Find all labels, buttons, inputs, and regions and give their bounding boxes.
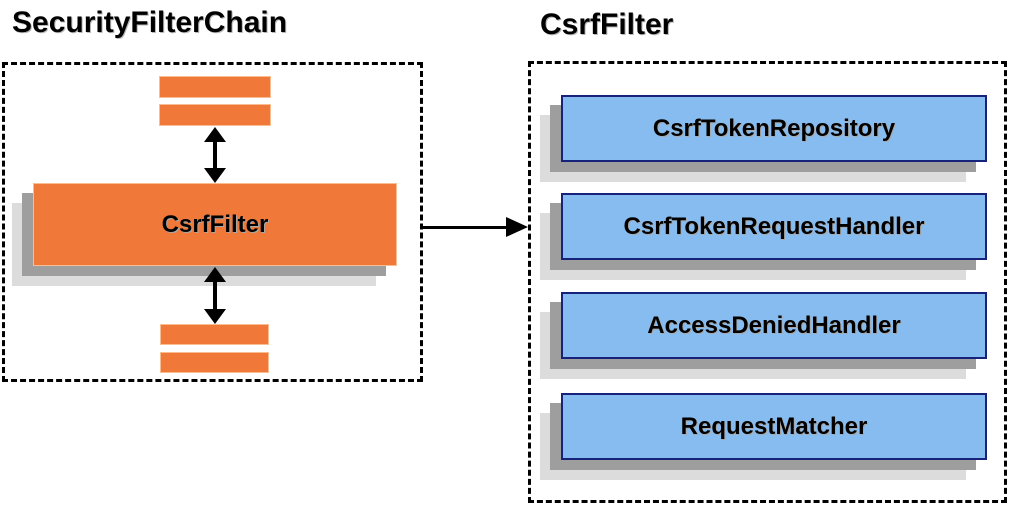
bidirectional-arrow-bottom [204,267,226,324]
component-label: CsrfTokenRepository [652,114,896,142]
filter-bar-bottom-1 [160,324,269,345]
filter-bar-bottom-2 [160,352,269,373]
component-csrf-token-repository: CsrfTokenRepository [561,95,987,162]
arrow-up-icon [204,267,226,282]
component-label: RequestMatcher [680,412,868,440]
arrow-down-icon [204,309,226,324]
csrf-filter-box [528,61,1007,503]
filter-bar-top-1 [159,76,271,98]
component-access-denied-handler: AccessDeniedHandler [561,292,987,359]
csrf-filter-node: CsrfFilter [33,183,397,266]
filter-bar-top-2 [159,104,271,126]
arrow-up-icon [204,127,226,142]
arrow-down-icon [204,168,226,183]
csrf-filter-node-label: CsrfFilter [161,210,269,238]
csrf-filter-title: CsrfFilter [540,8,674,41]
component-label: CsrfTokenRequestHandler [623,212,925,240]
bidirectional-arrow-top [204,127,226,183]
component-label: AccessDeniedHandler [647,311,901,339]
security-filter-chain-box [2,62,423,382]
component-csrf-token-request-handler: CsrfTokenRequestHandler [561,193,987,260]
flow-arrow [423,217,528,237]
component-request-matcher: RequestMatcher [561,393,987,460]
arrow-right-icon [506,217,528,237]
security-filter-chain-title: SecurityFilterChain [12,6,288,39]
